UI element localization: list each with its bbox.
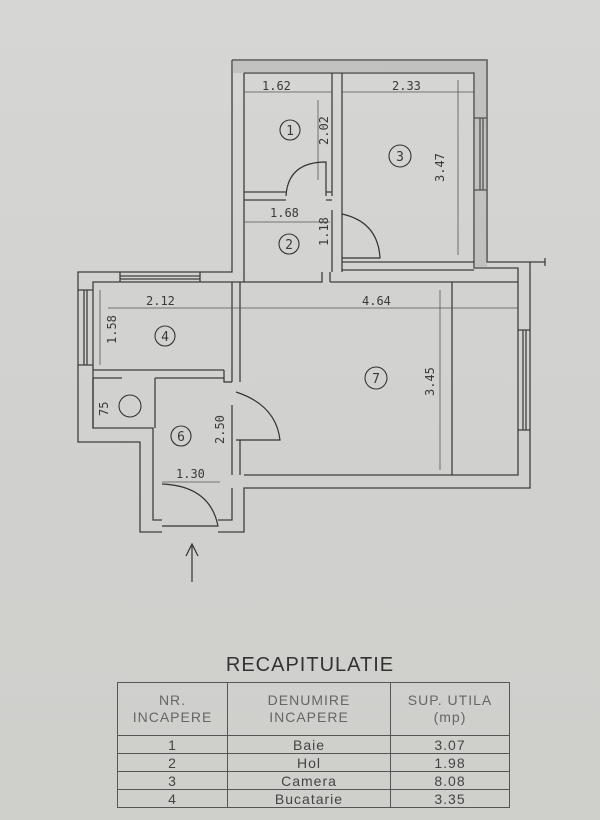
wall-1-3 [331, 73, 343, 210]
wall-4-6 [93, 369, 224, 379]
dim-2-12: 2.12 [146, 294, 175, 308]
door-room4 [223, 370, 232, 383]
outer-wall-left-top [77, 60, 233, 533]
table-row: 4 Bucatarie 3.35 [117, 789, 510, 808]
dim-2-02: 2.02 [317, 116, 331, 145]
header-denumire-line1: DENUMIRE [267, 692, 351, 708]
room-3-circle [388, 144, 412, 168]
row-area: 3.07 [390, 735, 510, 754]
dim-2-33: 2.33 [392, 79, 421, 93]
row-nr: 4 [117, 789, 228, 808]
wall-7-top [244, 272, 518, 283]
dim-2-50: 2.50 [213, 415, 227, 444]
row-nr: 1 [117, 735, 228, 754]
door-room3 [341, 213, 381, 259]
header-nr-line1: NR. [158, 692, 187, 708]
door-entrance [161, 483, 219, 527]
header-nr-line2: INCAPERE [132, 709, 213, 725]
row-name: Camera [227, 771, 391, 790]
door-room1 [285, 161, 327, 197]
table-row: 3 Camera 8.08 [117, 771, 510, 790]
table-row: 1 Baie 3.07 [117, 735, 510, 754]
dim-1-58: 1.58 [105, 315, 119, 344]
room-number-2: 2 [285, 238, 293, 253]
row-name: Baie [227, 735, 391, 754]
window-right-room7 [518, 329, 530, 431]
dim-1-30: 1.30 [176, 467, 205, 481]
recap-title: RECAPITULATIE [225, 654, 395, 676]
row-nr: 2 [117, 753, 228, 772]
room-2-circle [278, 233, 300, 255]
wall-1-2 [244, 191, 332, 201]
window-left-kitchen [78, 289, 93, 366]
header-denumire: DENUMIRE INCAPERE [227, 682, 391, 736]
floor-plan: 1 3 2 4 6 7 1.62 2.33 2.02 3.47 1.68 1.1… [77, 59, 546, 582]
dim-3-45: 3.45 [423, 367, 437, 396]
room-5-circle [118, 394, 142, 418]
outer-wall-top [218, 59, 531, 533]
row-area: 1.98 [390, 753, 510, 772]
row-area: 8.08 [390, 771, 510, 790]
table-header-row: NR. INCAPERE DENUMIRE INCAPERE SUP. UTIL… [117, 682, 510, 736]
row-name: Bucatarie [227, 789, 391, 808]
room-number-1: 1 [286, 124, 294, 139]
room-7-circle [364, 366, 388, 390]
table-row: 2 Hol 1.98 [117, 753, 510, 772]
room-number-4: 4 [161, 330, 169, 345]
row-nr: 3 [117, 771, 228, 790]
row-name: Hol [227, 753, 391, 772]
dim-75: 75 [97, 402, 111, 416]
wall-3-bottom [342, 261, 474, 271]
header-sup: SUP. UTILA (mp) [390, 682, 510, 736]
window-top-kitchen [119, 272, 201, 282]
entrance-arrow-icon [185, 542, 199, 582]
window-right-room3 [474, 117, 487, 191]
door-room7 [235, 391, 281, 441]
header-nr: NR. INCAPERE [117, 682, 228, 736]
header-denumire-line2: INCAPERE [269, 709, 349, 725]
room-5-box [92, 378, 156, 428]
dim-4-64: 4.64 [362, 294, 391, 308]
wall-4-7 [231, 282, 241, 382]
dim-1-68: 1.68 [270, 206, 299, 220]
header-sup-line1: SUP. UTILA [407, 692, 493, 708]
room-number-7: 7 [372, 372, 380, 387]
room-number-6: 6 [177, 430, 185, 445]
inner-wall-top [244, 72, 519, 476]
room-4-circle [154, 325, 176, 347]
recap-table: NR. INCAPERE DENUMIRE INCAPERE SUP. UTIL… [117, 682, 510, 808]
dim-1-62: 1.62 [262, 79, 291, 93]
header-sup-line2: (mp) [433, 709, 467, 725]
row-area: 3.35 [390, 789, 510, 808]
dim-1-18: 1.18 [317, 217, 331, 246]
room-number-3: 3 [396, 150, 404, 165]
dim-3-47: 3.47 [433, 153, 447, 182]
room-1-circle [279, 119, 301, 141]
room-6-circle [170, 425, 192, 447]
